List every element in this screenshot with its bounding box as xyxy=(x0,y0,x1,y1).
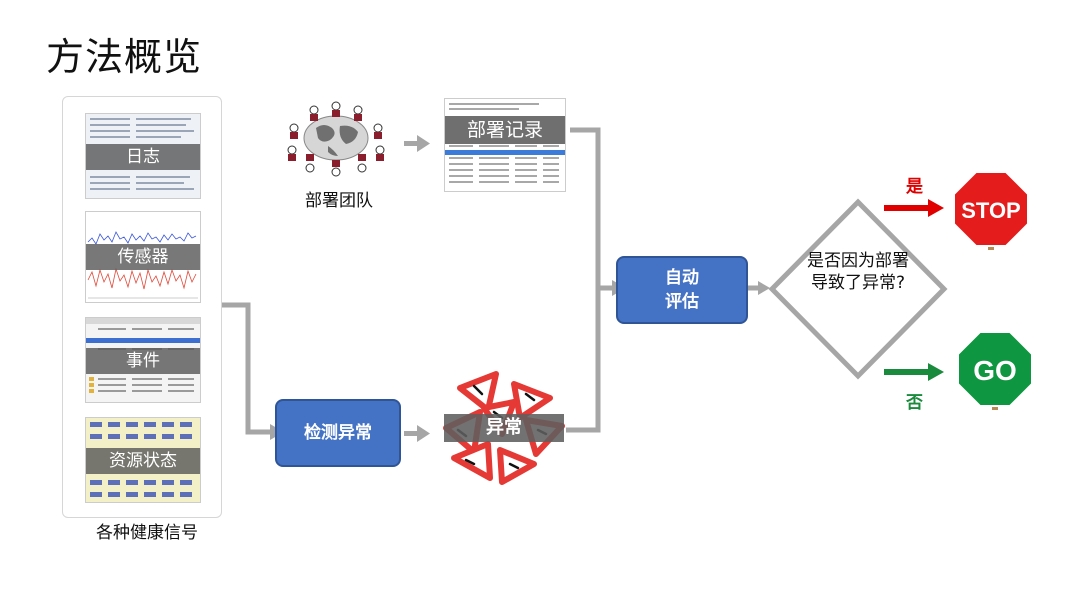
page-title: 方法概览 xyxy=(46,35,203,79)
signal-label-resource-status: 资源状态 xyxy=(86,448,200,474)
auto-evaluate-label: 自动评估 xyxy=(665,268,699,312)
sensor-chart-thumbnail: 传感器 xyxy=(85,211,201,303)
event-table-thumbnail: 事件 xyxy=(85,317,201,403)
signal-label-log: 日志 xyxy=(86,144,200,170)
arrow-detect-to-anomaly xyxy=(404,425,430,442)
connector-records-anomaly xyxy=(566,127,601,433)
auto-evaluate-box: 自动评估 xyxy=(616,256,748,324)
arrowhead-decision xyxy=(758,281,770,295)
log-thumbnail: 日志 xyxy=(85,113,201,199)
no-label: 否 xyxy=(906,393,923,413)
decision-question: 是否因为部署导致了异常? xyxy=(807,251,909,293)
signals-caption: 各种健康信号 xyxy=(96,523,198,543)
connector-signals-to-detect xyxy=(221,302,270,435)
yes-label: 是 xyxy=(906,177,923,197)
deployment-team-icon xyxy=(287,101,385,177)
resource-status-thumbnail: 资源状态 xyxy=(85,417,201,503)
signals-panel: 日志 传感器 事件 xyxy=(62,96,222,518)
no-arrow xyxy=(884,363,944,381)
deployment-records-thumbnail: 部署记录 xyxy=(444,98,566,192)
signal-label-sensor: 传感器 xyxy=(86,244,200,270)
stop-sign-text: STOP xyxy=(961,198,1021,223)
signal-label-event: 事件 xyxy=(86,348,200,374)
stop-sign-icon: STOP xyxy=(953,171,1029,250)
deployment-team-label: 部署团队 xyxy=(305,191,373,211)
anomaly-label: 异常 xyxy=(444,414,564,442)
yes-arrow xyxy=(884,199,944,217)
detect-anomaly-box: 检测异常 xyxy=(275,399,401,467)
decision-diamond xyxy=(768,198,948,380)
arrow-team-to-records xyxy=(404,135,430,152)
deployment-records-label: 部署记录 xyxy=(445,116,565,144)
go-sign-text: GO xyxy=(973,355,1017,386)
go-sign-icon: GO xyxy=(957,331,1033,410)
